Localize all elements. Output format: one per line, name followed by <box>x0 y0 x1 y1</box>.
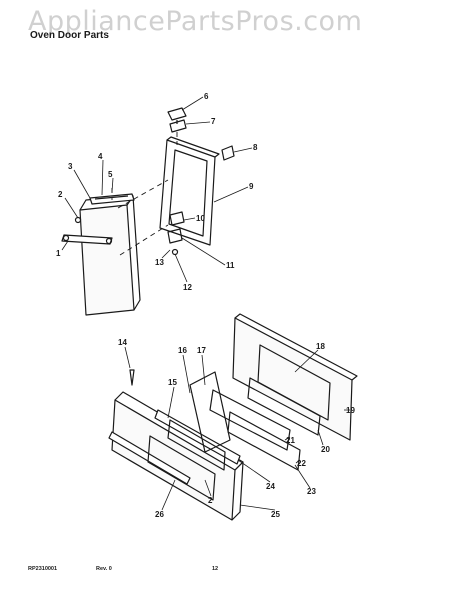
bolt-14 <box>129 369 135 386</box>
callout-2: 2 <box>58 190 63 199</box>
callout-8: 8 <box>253 143 258 152</box>
outer-door-panel-upper <box>79 195 141 316</box>
leader-lines <box>61 96 350 511</box>
callout-20: 20 <box>321 445 330 454</box>
rear-window-frame-18 <box>257 344 331 421</box>
footer-doc-number: RP2310001 <box>28 566 58 572</box>
callout-21: 21 <box>286 436 295 445</box>
callout-7: 7 <box>211 117 216 126</box>
callout-13: 13 <box>155 258 164 267</box>
callout-23: 23 <box>307 487 316 496</box>
callout-10: 10 <box>196 214 205 223</box>
screw-2-upper <box>74 216 82 224</box>
inner-trim-15 <box>154 409 241 471</box>
rear-liner-19 <box>232 313 358 441</box>
callout-19: 19 <box>346 406 355 415</box>
door-frame-liner <box>159 136 220 246</box>
door-handle-lower <box>108 431 191 485</box>
callout-16: 16 <box>178 346 187 355</box>
callout-labels: 1 2 3 4 5 6 7 8 9 10 11 12 13 14 15 16 1… <box>56 92 355 519</box>
callout-15: 15 <box>168 378 177 387</box>
callout-26: 26 <box>155 510 164 519</box>
callout-3: 3 <box>68 162 73 171</box>
glass-pack-20 <box>247 377 321 436</box>
callout-24: 24 <box>266 482 275 491</box>
door-handle-upper <box>61 234 113 245</box>
callout-17: 17 <box>197 346 206 355</box>
callout-11: 11 <box>226 261 235 270</box>
callout-25: 25 <box>271 510 280 519</box>
window-glass-lower <box>147 435 216 501</box>
callout-12: 12 <box>183 283 192 292</box>
footer-page-number: 12 <box>212 566 219 572</box>
callout-18: 18 <box>316 342 325 351</box>
callout-6: 6 <box>204 92 209 101</box>
callout-9: 9 <box>249 182 254 191</box>
callout-5: 5 <box>108 170 113 179</box>
hinge-bracket-8 <box>221 145 235 161</box>
baffle-16-17 <box>189 371 231 453</box>
callout-22: 22 <box>297 459 306 468</box>
callout-14: 14 <box>118 338 127 347</box>
watermark-text: AppliancePartsPros.com <box>28 6 363 37</box>
callout-2-lower: 2 <box>208 496 213 505</box>
callout-4: 4 <box>98 152 103 161</box>
hinge-top <box>167 107 187 133</box>
diagram-title: Oven Door Parts <box>30 30 109 41</box>
footer-revision: Rev. 0 <box>96 566 112 572</box>
callout-1: 1 <box>56 249 61 258</box>
